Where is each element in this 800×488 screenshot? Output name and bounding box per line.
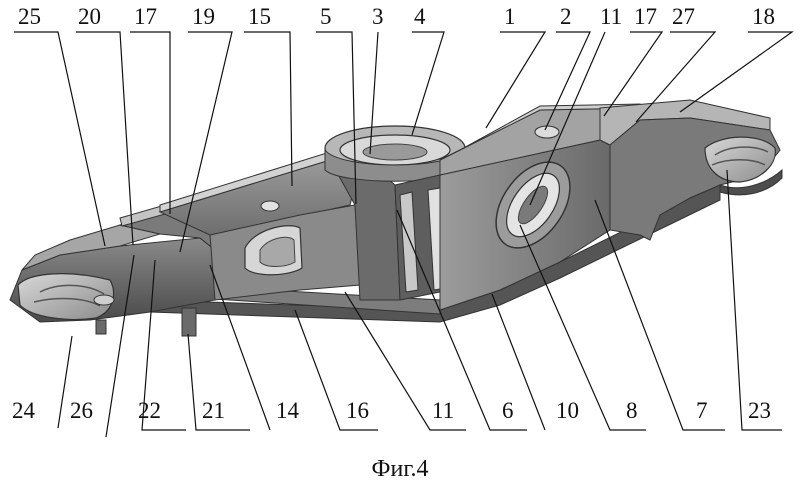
leader-17-right: [603, 31, 664, 117]
label-24: 24: [12, 398, 36, 423]
label-17-left: 17: [134, 4, 157, 29]
frame-illustration: [9, 99, 783, 337]
label-16: 16: [346, 398, 369, 423]
leader-26: [105, 254, 135, 438]
right-top-hole: [534, 125, 560, 139]
label-5: 5: [320, 4, 332, 29]
label-2: 2: [560, 4, 572, 29]
leader-25: [14, 31, 106, 247]
right-end-rib: [711, 146, 769, 166]
label-11-top: 11: [600, 4, 622, 29]
leader-21: [187, 333, 250, 431]
label-10: 10: [556, 398, 579, 423]
label-8: 8: [626, 398, 638, 423]
leader-23: [726, 169, 782, 431]
right-end-body: [609, 117, 781, 241]
label-15: 15: [248, 4, 271, 29]
leader-11-top: [529, 31, 606, 206]
leader-20: [76, 31, 134, 246]
label-1: 1: [504, 4, 516, 29]
left-lug-small: [95, 319, 107, 335]
label-23: 23: [748, 398, 771, 423]
leader-8: [519, 224, 646, 431]
leader-11-bottom: [344, 291, 466, 431]
bottom-leader-lines: [57, 169, 782, 438]
leader-22: [141, 259, 186, 431]
leader-17-left: [130, 31, 171, 214]
leader-16: [294, 309, 378, 431]
left-end-hole: [93, 294, 115, 306]
label-25: 25: [18, 4, 41, 29]
leader-14: [209, 264, 271, 431]
bottom-labels: 24 26 22 21 14 16 11 6 10 8 7 23: [12, 398, 771, 423]
right-end-foot: [719, 168, 783, 196]
label-20: 20: [78, 4, 101, 29]
center-column-strut: [399, 191, 419, 293]
leader-4: [411, 31, 445, 136]
top-leader-lines: [14, 31, 794, 253]
top-labels: 25 20 17 19 15 5 3 4 1 2 11 17 27 18: [18, 4, 775, 29]
label-19: 19: [192, 4, 215, 29]
leader-10: [491, 293, 546, 431]
label-3: 3: [372, 4, 384, 29]
label-7: 7: [696, 398, 708, 423]
label-14: 14: [276, 398, 300, 423]
left-end-rib: [33, 284, 105, 307]
label-17-right: 17: [634, 4, 657, 29]
leader-3: [369, 31, 379, 155]
leader-24: [57, 335, 73, 429]
leader-6: [396, 209, 527, 431]
leader-18: [679, 31, 794, 113]
leader-27: [635, 31, 717, 123]
left-window-inner: [259, 236, 296, 267]
label-6: 6: [502, 398, 514, 423]
oval-opening-core: [517, 185, 549, 225]
left-end-opening: [17, 273, 115, 321]
leader-5: [316, 31, 357, 205]
figure-caption: Фиг.4: [372, 456, 429, 482]
label-11-bottom: 11: [432, 398, 454, 423]
label-22: 22: [138, 398, 161, 423]
leader-19: [179, 31, 233, 253]
label-27: 27: [672, 4, 695, 29]
top-chord-left-hole: [260, 200, 280, 212]
leader-2: [544, 31, 591, 131]
label-26: 26: [70, 398, 93, 423]
leader-1: [485, 31, 547, 129]
left-lug: [181, 307, 197, 337]
leader-15: [244, 31, 293, 187]
label-21: 21: [202, 398, 225, 423]
bolster-bowl-inner: [362, 143, 428, 161]
label-4: 4: [414, 4, 426, 29]
label-18: 18: [752, 4, 775, 29]
leader-7: [594, 199, 725, 431]
